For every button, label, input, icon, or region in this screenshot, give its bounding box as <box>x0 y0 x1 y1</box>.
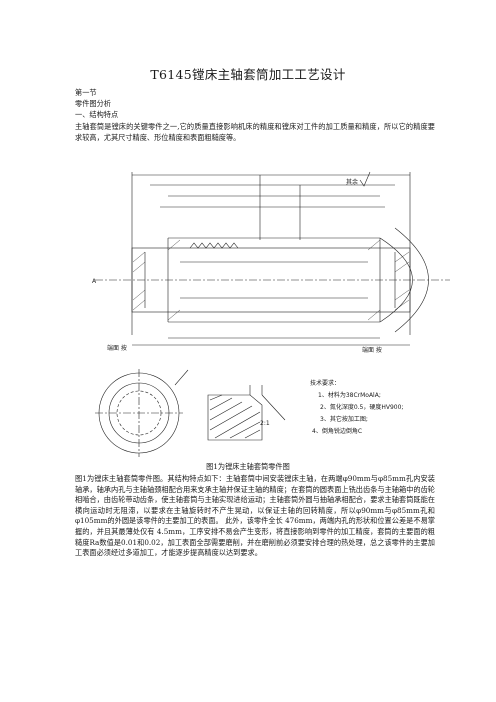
tech-title: 技术要求： <box>310 380 341 387</box>
tech-item: 2、氮化深度0.5，硬度HV900; <box>320 404 404 411</box>
subsection-label: 零件图分析 <box>75 99 111 108</box>
main-view <box>95 171 450 346</box>
section-label: 第一节 <box>75 88 97 97</box>
section-scale: 2:1 <box>260 420 270 427</box>
datum-a-label: A <box>92 278 97 285</box>
section-view <box>207 385 286 441</box>
view-right-label: 端面 按 <box>362 346 382 354</box>
end-view <box>95 369 189 457</box>
tech-item: 4、倒角锐边倒角C <box>312 428 363 435</box>
intro-paragraph: 主轴套筒是镗床的关键零件之一,它的质量直接影响机床的精度和镗床对工件的加工质量和… <box>75 122 435 142</box>
heading-structure: 一、结构特点 <box>75 110 119 119</box>
tech-item: 1、材料为38CrMoAlA; <box>318 392 381 399</box>
roughness-note: 其余 <box>346 178 358 186</box>
tech-item: 3、其它按加工图; <box>320 416 368 423</box>
page-title: T6145镗床主轴套筒加工工艺设计 <box>150 67 346 82</box>
figure-caption: 图1为镗床主轴套筒零件图 <box>206 462 290 471</box>
view-left-label: 端面 按 <box>107 344 127 352</box>
body-paragraph: 图1为镗床主轴套筒零件图。其结构特点如下：主轴套筒中间安装镗床主轴，在两端φ90… <box>75 474 435 558</box>
tech-requirements: 技术要求： 1、材料为38CrMoAlA; 2、氮化深度0.5，硬度HV900;… <box>310 378 403 438</box>
